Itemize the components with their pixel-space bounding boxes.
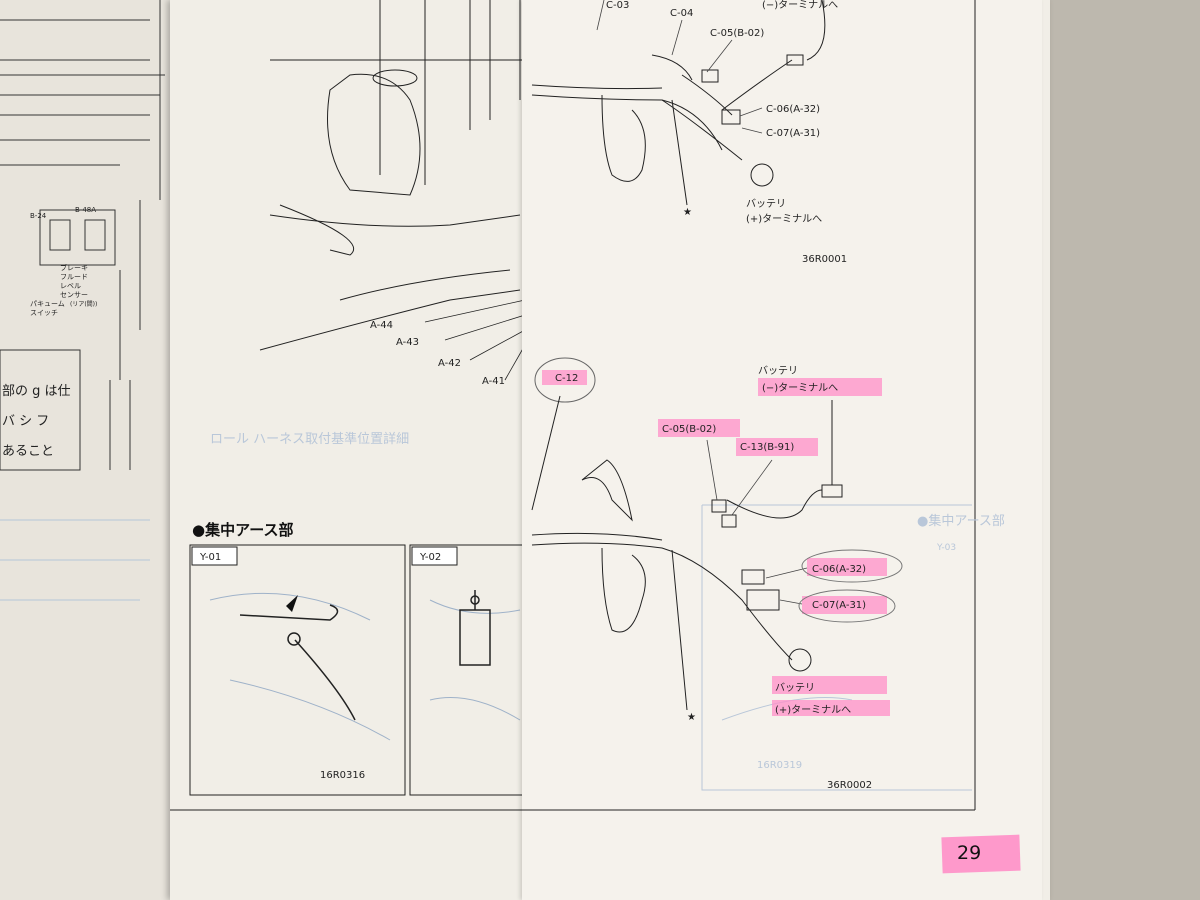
- circled-c12: [534, 357, 596, 403]
- battery-negative-label: (−)ターミナルへ: [762, 0, 838, 11]
- battery-positive-label: (+)ターミナルへ: [775, 704, 851, 716]
- battery-negative-highlight: [758, 378, 882, 396]
- ghost-figure-code: 16R0319: [757, 760, 802, 771]
- connector-label: A-41: [482, 376, 505, 387]
- c07-highlight: [802, 596, 887, 614]
- switch-label: ブレーキ: [60, 263, 88, 272]
- battery-negative-label: (−)ターミナルへ: [762, 382, 838, 394]
- connector-label: A-42: [438, 358, 461, 369]
- upper-left-diagram: A-44 A-43 A-42 A-41 ロール ハーネス取付基準位置詳細 ●集中…: [170, 0, 531, 811]
- ghost-heading: ロール ハーネス取付基準位置詳細: [210, 431, 409, 447]
- note-line: あること: [2, 444, 54, 459]
- battery-label: バッテリ: [775, 682, 815, 694]
- harness-diagram: C-03 C-04 C-05(B-02) (−)ターミナルへ C-06(A-32…: [522, 0, 1005, 811]
- connector-label: A-43: [396, 337, 419, 348]
- battery-positive-label-highlight: [772, 676, 887, 694]
- connector-label: C-05(B-02): [710, 28, 764, 39]
- battery-label: バッテリ: [746, 198, 786, 210]
- panel-label: Y-02: [419, 552, 441, 563]
- star-mark: ★: [687, 712, 696, 723]
- connector-label: C-05(B-02): [662, 424, 716, 435]
- connector-label: C-06(A-32): [766, 104, 820, 115]
- switch-label: (リア(間)): [70, 301, 97, 308]
- c06-highlight: [807, 558, 887, 576]
- ghost-ground-title: ●集中アース部: [917, 513, 1005, 529]
- connector-label: C-07(A-31): [766, 128, 820, 139]
- manual-page-overlay: C-03 C-04 C-05(B-02) (−)ターミナルへ C-06(A-32…: [522, 0, 1042, 900]
- y01-panel: [189, 544, 406, 796]
- c13-highlight: [736, 438, 818, 456]
- c12-highlight: [542, 370, 587, 385]
- connector-label: C-07(A-31): [812, 600, 866, 611]
- connector-label: C-12: [555, 373, 578, 384]
- switch-label: センサー: [60, 291, 88, 299]
- note-line: バ シ フ: [2, 414, 49, 429]
- battery-positive-label: (+)ターミナルへ: [746, 213, 822, 225]
- figure-code: 36R0002: [827, 780, 872, 791]
- battery-label: バッテリ: [758, 365, 798, 377]
- y02-panel: [409, 544, 531, 796]
- ghost-panel-label: Y-03: [936, 543, 956, 553]
- switch-label: パキューム: [30, 300, 65, 308]
- switch-label: フルード: [60, 273, 88, 281]
- connector-label: C-06(A-32): [812, 564, 866, 575]
- figure-code: 36R0001: [802, 254, 847, 265]
- note-line: 部の g は仕: [2, 384, 71, 399]
- panel-label: Y-01: [199, 552, 221, 563]
- connector-label: C-04: [670, 8, 693, 19]
- switch-label: レベル: [60, 282, 81, 290]
- switch-label: B-24: [30, 212, 47, 220]
- switch-label: スイッチ: [30, 309, 58, 317]
- page-number: 29: [957, 842, 982, 864]
- switch-label: B-48A: [75, 206, 96, 214]
- connector-label: C-03: [606, 0, 629, 11]
- figure-code: 16R0316: [320, 770, 365, 781]
- connector-label: A-44: [370, 320, 393, 331]
- ground-section-title: ●集中アース部: [192, 521, 293, 539]
- connector-label: C-13(B-91): [740, 442, 794, 453]
- c05-highlight: [658, 419, 740, 437]
- star-mark: ★: [683, 207, 692, 218]
- battery-positive-highlight: [772, 700, 890, 716]
